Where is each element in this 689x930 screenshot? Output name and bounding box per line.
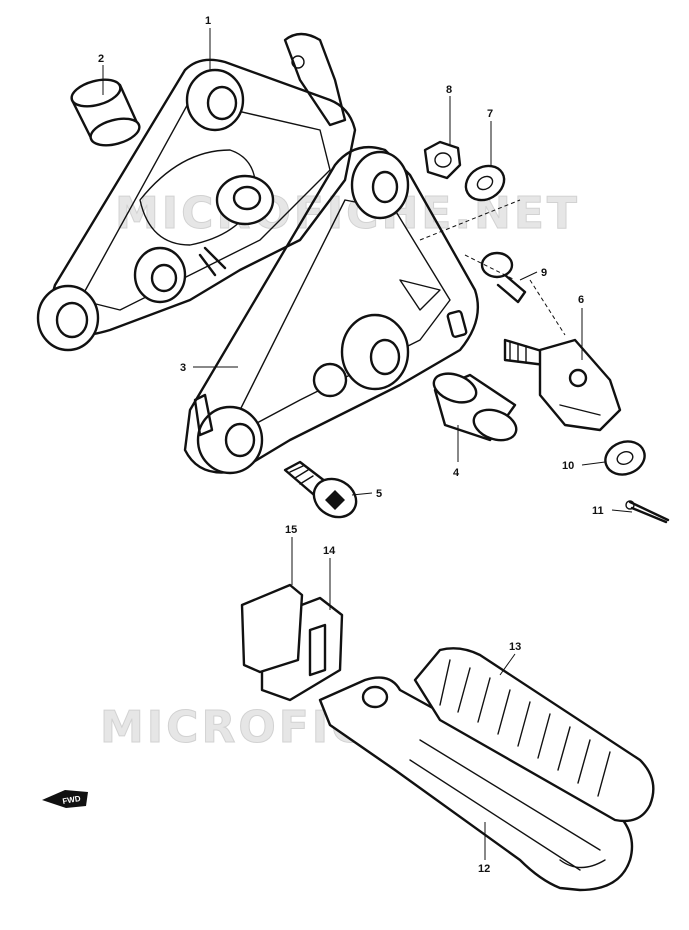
callout-8: 8 — [446, 84, 452, 96]
callout-4: 4 — [453, 467, 460, 479]
callout-11: 11 — [592, 505, 604, 517]
callout-9: 9 — [541, 267, 547, 279]
callout-1: 1 — [205, 15, 211, 27]
callout-15: 15 — [285, 524, 297, 536]
part-10-washer — [604, 440, 646, 476]
callout-3: 3 — [180, 362, 186, 374]
fwd-arrow: FWD — [42, 790, 88, 808]
callout-6: 6 — [578, 294, 584, 306]
callout-7: 7 — [487, 108, 493, 120]
part-6-hinge — [503, 338, 622, 432]
part-11-cotter-pin — [625, 500, 670, 524]
callout-13: 13 — [509, 641, 521, 653]
callout-5: 5 — [376, 488, 382, 500]
part-9-pin — [480, 251, 527, 304]
callout-2: 2 — [98, 53, 104, 65]
part-5-bolt — [283, 460, 358, 519]
part-12-footpeg — [318, 676, 634, 892]
callout-12: 12 — [478, 863, 490, 875]
part-2-bushing — [70, 78, 141, 147]
part-3-footrest-bracket — [183, 145, 479, 475]
callout-10: 10 — [562, 460, 574, 472]
part-13-footpeg-rubber — [413, 647, 655, 823]
part-1-bracket — [36, 32, 357, 352]
part-4-bushing — [432, 372, 518, 442]
part-8-nut — [423, 140, 462, 180]
part-7-washer — [464, 164, 506, 202]
callouts: 1 2 3 4 5 6 7 8 9 10 11 12 13 14 15 — [98, 15, 604, 875]
assembly-lines — [419, 199, 566, 336]
callout-14: 14 — [323, 545, 336, 557]
watermark-top: MICROFICHE.NET — [115, 188, 580, 239]
part-15-rubber — [240, 583, 304, 674]
fwd-label: FWD — [62, 794, 82, 806]
leader-lines — [102, 28, 633, 860]
